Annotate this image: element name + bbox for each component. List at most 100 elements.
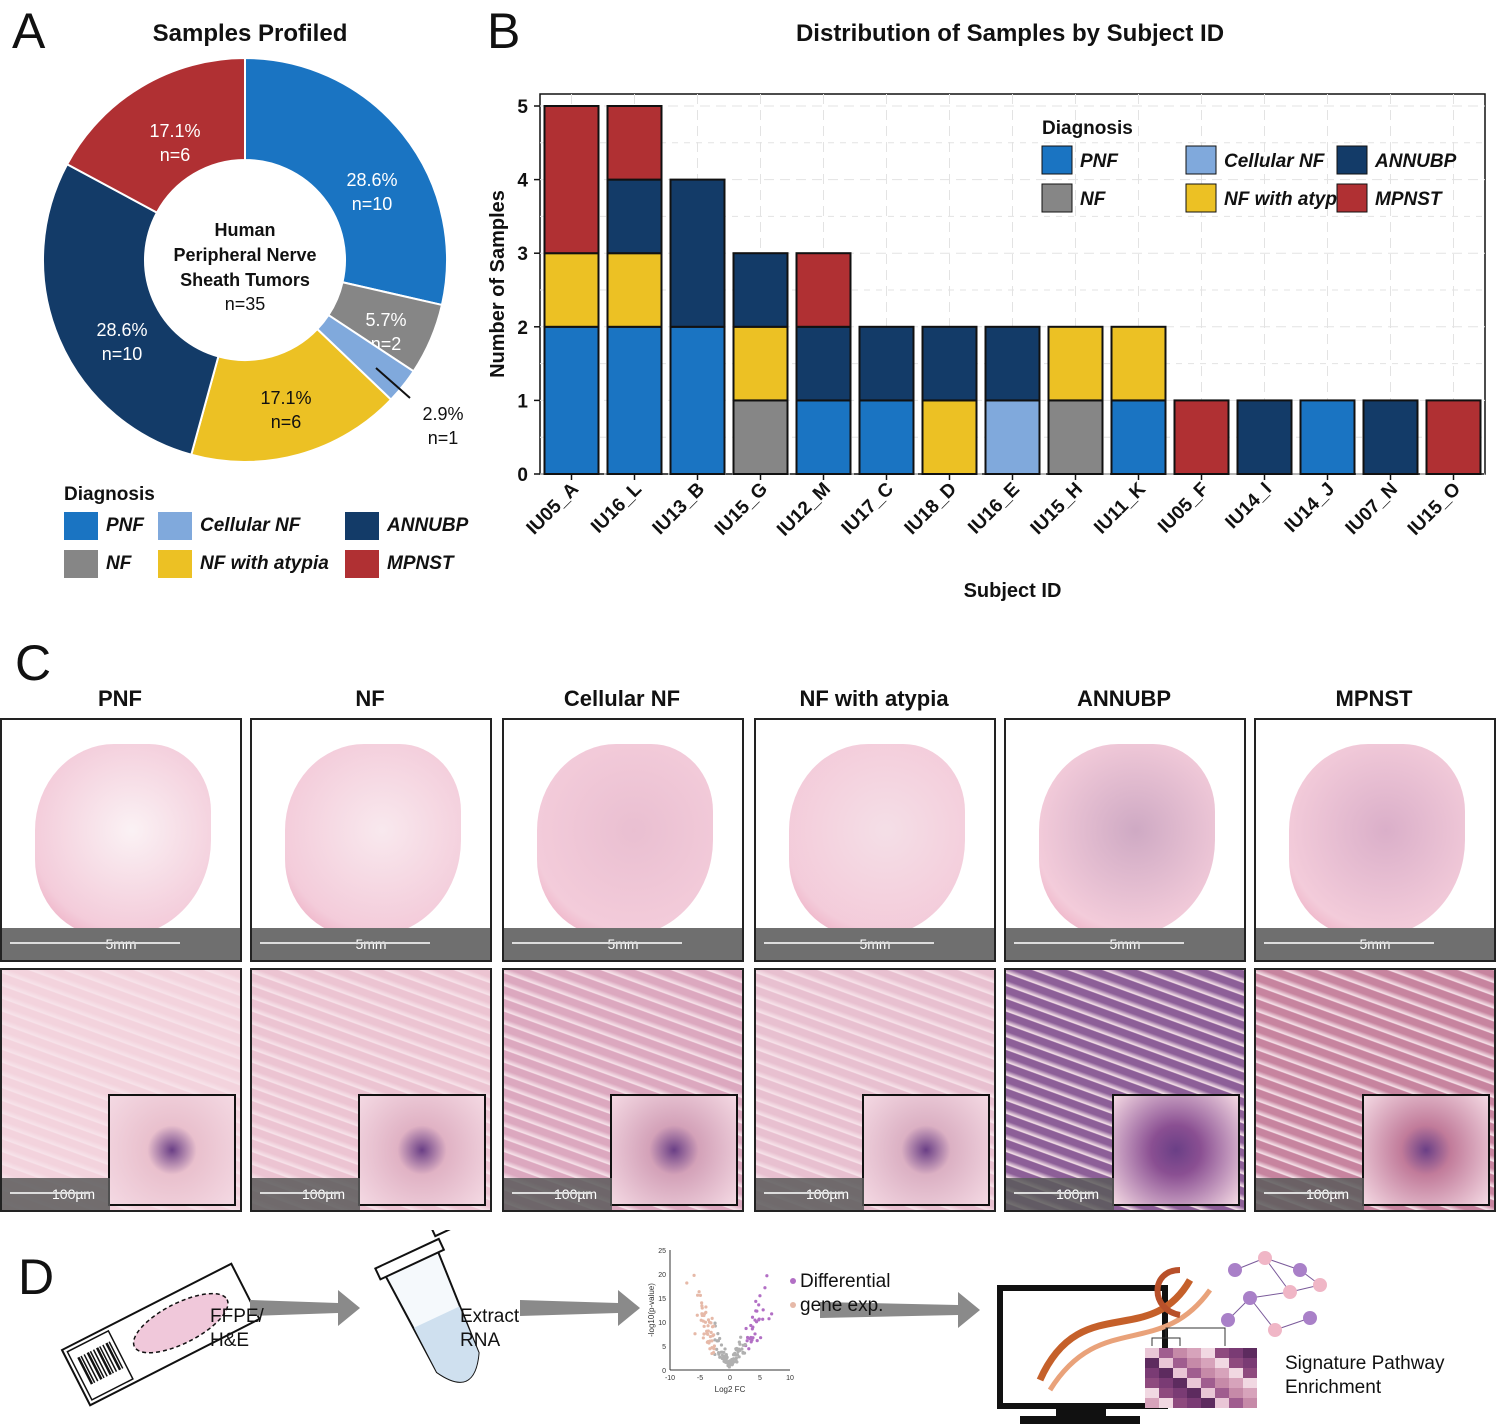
histology-column-title: MPNST (1335, 686, 1413, 711)
volcano-y-tick: 10 (658, 1320, 666, 1327)
tissue-section (35, 744, 212, 936)
legend-label: ANNUBP (387, 515, 469, 536)
strand-icon (1154, 1267, 1181, 1318)
barcode-bar (105, 1342, 122, 1371)
network-node (1268, 1323, 1282, 1337)
heatmap-cell (1229, 1398, 1243, 1408)
histology-highmag-tile: 100µm (250, 968, 492, 1212)
donut-slice-nf-with-atypia (190, 327, 393, 463)
barcode-bar (89, 1350, 105, 1379)
heatmap-cell (1201, 1358, 1215, 1368)
volcano-point (754, 1309, 758, 1313)
volcano-point (763, 1286, 767, 1290)
heatmap-cell (1201, 1398, 1215, 1408)
volcano-point (724, 1354, 728, 1358)
slide-label (66, 1329, 134, 1401)
volcano-point (701, 1336, 705, 1340)
x-tick-label: IU07_N (1342, 479, 1402, 539)
donut-n-label: n=6 (271, 412, 302, 432)
scale-label: 100µm (302, 1186, 346, 1202)
legend-b-label: NF with atypia (1224, 189, 1353, 210)
volcano-point (749, 1323, 753, 1328)
donut-pct-label: 17.1% (149, 121, 200, 141)
y-tick-label: 5 (517, 97, 528, 118)
network-node (1303, 1311, 1317, 1325)
bar-segment (669, 178, 726, 328)
scale-bar: 100µm (2, 1178, 110, 1210)
heatmap-cell (1145, 1348, 1159, 1358)
x-tick-label: IU18_D (901, 479, 961, 539)
x-tick-label: IU13_B (649, 479, 709, 539)
histology-column-title: ANNUBP (1076, 686, 1172, 711)
volcano-point (715, 1347, 719, 1351)
panel-letter-b: B (487, 3, 521, 59)
y-axis-label: Number of Samples (487, 190, 509, 378)
volcano-y-tick: 25 (658, 1248, 666, 1255)
volcano-point (700, 1301, 704, 1305)
bar-segment (1047, 399, 1104, 475)
heatmap-cell (1145, 1398, 1159, 1408)
volcano-point (698, 1293, 703, 1297)
donut-slice-mpnst (65, 56, 246, 214)
heatmap-cell (1159, 1348, 1173, 1358)
volcano-point (734, 1356, 738, 1360)
legend-label: MPNST (387, 553, 454, 574)
volcano-point (757, 1303, 761, 1307)
legend-b-label: ANNUBP (1374, 151, 1457, 172)
heatmap-cell (1215, 1398, 1229, 1408)
volcano-point (739, 1335, 743, 1339)
bar-segment (858, 325, 915, 402)
donut-pct-label: 28.6% (96, 320, 147, 340)
scale-bar: 5mm (504, 928, 742, 960)
scale-label: 100µm (1056, 1186, 1100, 1202)
volcano-x-tick: -10 (665, 1375, 675, 1382)
network-node (1228, 1263, 1242, 1277)
scale-bar: 5mm (756, 928, 994, 960)
volcano-point (716, 1339, 721, 1343)
volcano-point (702, 1332, 706, 1336)
volcano-point (712, 1324, 716, 1328)
volcano-point (740, 1347, 744, 1351)
volcano-point (713, 1321, 717, 1325)
volcano-point (765, 1274, 769, 1278)
histology-highmag-tile: 100µm (1004, 968, 1246, 1212)
legend-b-label: MPNST (1375, 189, 1443, 210)
volcano-point (732, 1357, 736, 1361)
histology-lowmag-tile: 5mm (0, 718, 242, 962)
volcano-point (700, 1312, 704, 1316)
scale-label: 5mm (1359, 936, 1391, 952)
x-tick-label: IU17_C (838, 478, 899, 539)
scale-label: 5mm (105, 936, 137, 952)
volcano-x-tick: 0 (728, 1375, 732, 1382)
donut-center-n: n=35 (225, 294, 266, 314)
bar-segment (984, 399, 1041, 475)
volcano-point (718, 1355, 722, 1359)
scale-label: 100µm (806, 1186, 850, 1202)
volcano-point (722, 1359, 726, 1363)
donut-n-label: n=1 (428, 428, 459, 448)
histology-lowmag-tile: 5mm (754, 718, 996, 962)
volcano-point (720, 1350, 724, 1354)
monitor-base (1020, 1416, 1140, 1424)
bar-segment (669, 325, 726, 475)
legend-swatch (158, 512, 192, 540)
heatmap-cell (1229, 1388, 1243, 1398)
legend-a-item: Cellular NF (158, 512, 300, 540)
volcano-point (745, 1335, 750, 1340)
bar-segment (732, 399, 789, 475)
heatmap-cell (1173, 1388, 1187, 1398)
heatmap-cell (1215, 1368, 1229, 1378)
panel-letter-c: C (15, 635, 52, 691)
bar-segment (606, 252, 663, 328)
volcano-point (735, 1353, 740, 1357)
volcano-point (744, 1326, 748, 1331)
x-tick-label: IU05_A (523, 478, 584, 539)
scale-bar: 5mm (252, 928, 490, 960)
volcano-point (770, 1312, 774, 1316)
bar-title: Distribution of Samples by Subject ID (795, 20, 1225, 47)
volcano-point (730, 1362, 735, 1366)
donut-chart: 28.6%n=105.7%n=217.1%n=628.6%n=1017.1%n=… (42, 56, 464, 463)
heatmap-cell (1145, 1388, 1159, 1398)
heatmap-cell (1229, 1348, 1243, 1358)
volcano-point (716, 1351, 721, 1355)
